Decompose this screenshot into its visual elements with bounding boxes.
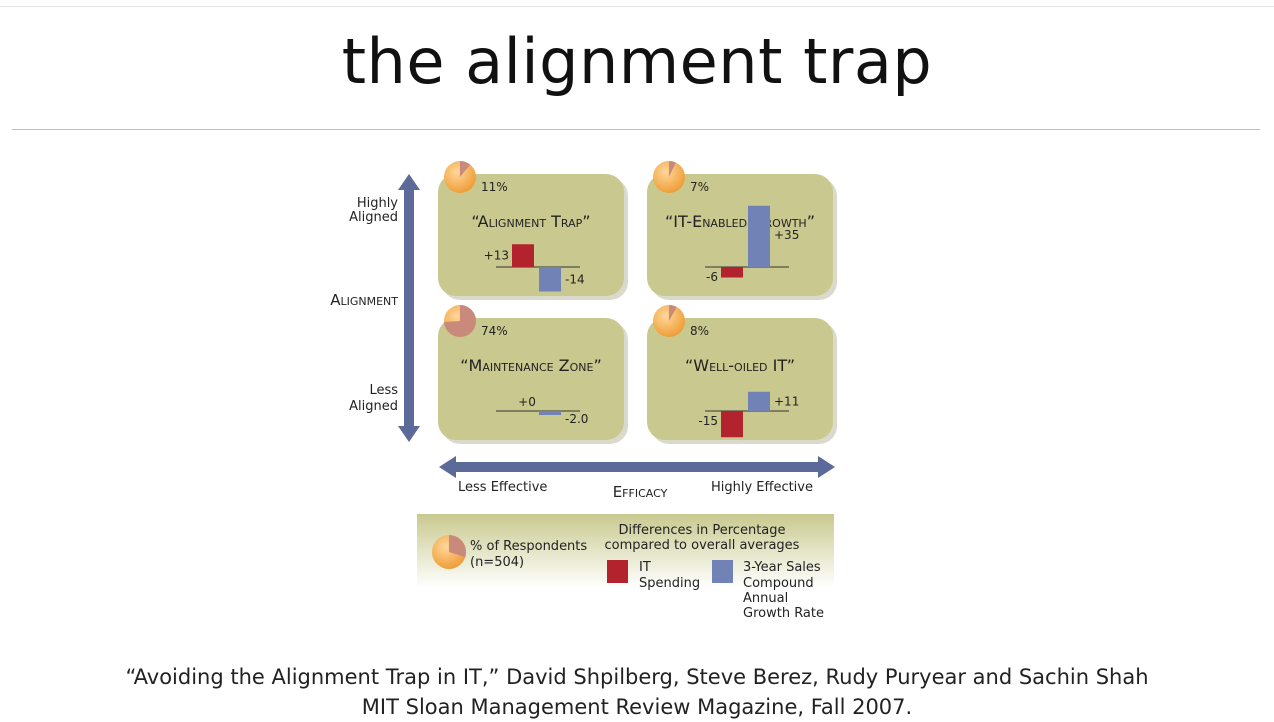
legend-respondents-line1: % of Respondents — [470, 539, 587, 554]
y-axis-low-label-1: Less — [369, 383, 398, 398]
quadrant-4-box — [647, 318, 833, 440]
citation-line-2: MIT Sloan Management Review Magazine, Fa… — [361, 695, 913, 719]
y-axis-low-label-2: Aligned — [349, 399, 398, 414]
quadrant-4-sales-value: +11 — [774, 394, 799, 408]
legend: % of Respondents (n=504) Differences in … — [417, 514, 834, 621]
legend-it-swatch — [607, 560, 628, 583]
x-axis-low-label: Less Effective — [458, 480, 547, 495]
quadrant-4-percent: 8% — [690, 324, 709, 338]
x-axis-title: Efficacy — [613, 483, 668, 501]
quadrant-4-it-value: -15 — [698, 414, 718, 428]
efficacy-axis-arrow — [439, 456, 835, 478]
quadrant-2-pie — [653, 161, 685, 193]
citation-line-1: “Avoiding the Alignment Trap in IT,” Dav… — [125, 665, 1149, 689]
quadrant-2-it-value: -6 — [706, 270, 718, 284]
x-axis-high-label: Highly Effective — [711, 480, 813, 495]
quadrant-2-box — [647, 174, 833, 296]
quadrant-1-sales-growth-bar — [539, 267, 561, 292]
legend-sales-line4: Growth Rate — [743, 606, 824, 621]
quadrant-2-name: “IT-Enabled Growth” — [665, 212, 815, 231]
quadrant-3-percent: 74% — [481, 324, 508, 338]
legend-it-line1: IT — [639, 560, 651, 575]
quadrant-3-pie-slice — [444, 305, 477, 337]
quadrant-4-pie — [653, 305, 685, 337]
quadrant-2-sales-value: +35 — [774, 228, 799, 242]
legend-pie — [432, 534, 466, 569]
legend-pie-icon — [432, 534, 466, 569]
legend-sales-line1: 3-Year Sales — [743, 560, 821, 575]
quadrant-4-sales-growth-bar — [748, 391, 770, 411]
legend-diff-line1: Differences in Percentage — [618, 523, 785, 538]
quadrant-3-it-value: +0 — [518, 395, 536, 409]
quadrant-4-pie-slice — [669, 305, 677, 321]
quadrant-1-name: “Alignment Trap” — [471, 212, 590, 231]
legend-respondents-line2: (n=504) — [470, 555, 524, 570]
legend-sales-swatch — [712, 560, 733, 583]
quadrant-4-name: “Well-oiled IT” — [685, 356, 795, 375]
alignment-axis-arrow — [398, 174, 420, 442]
quadrant-2-sales-growth-bar — [748, 205, 770, 267]
quadrant-1-it-value: +13 — [484, 249, 509, 263]
legend-sales-line2: Compound — [743, 576, 814, 591]
legend-sales-line3: Annual — [743, 591, 788, 606]
quadrant-1-box — [438, 174, 624, 296]
quadrant-3-name: “Maintenance Zone” — [460, 356, 602, 375]
y-axis-high-label-2: Aligned — [349, 210, 398, 225]
slide-title: the alignment trap — [341, 25, 933, 98]
y-axis-high-label-1: Highly — [357, 196, 398, 211]
quadrant-2-percent: 7% — [690, 180, 709, 194]
quadrant-3-pie — [444, 305, 477, 337]
y-axis-title: Alignment — [330, 291, 398, 309]
legend-pie-slice — [449, 534, 466, 558]
quadrant-1-it-spending-bar — [512, 244, 534, 267]
quadrant-1-percent: 11% — [481, 180, 508, 194]
quadrant-1-pie-slice — [460, 161, 471, 177]
title-divider — [12, 129, 1260, 130]
legend-it-line2: Spending — [639, 576, 700, 591]
top-border — [0, 6, 1274, 7]
quadrant-2-pie-slice — [669, 161, 676, 177]
quadrant-3-sales-value: -2.0 — [565, 412, 588, 426]
quadrant-2-it-spending-bar — [721, 267, 743, 278]
quadrant-3-sales-growth-bar — [539, 411, 561, 415]
quadrant-3-box — [438, 318, 624, 440]
quadrant-4-it-spending-bar — [721, 411, 743, 438]
quadrant-1-sales-value: -14 — [565, 272, 585, 286]
quadrant-1-pie — [444, 161, 476, 193]
legend-diff-line2: compared to overall averages — [605, 538, 800, 553]
